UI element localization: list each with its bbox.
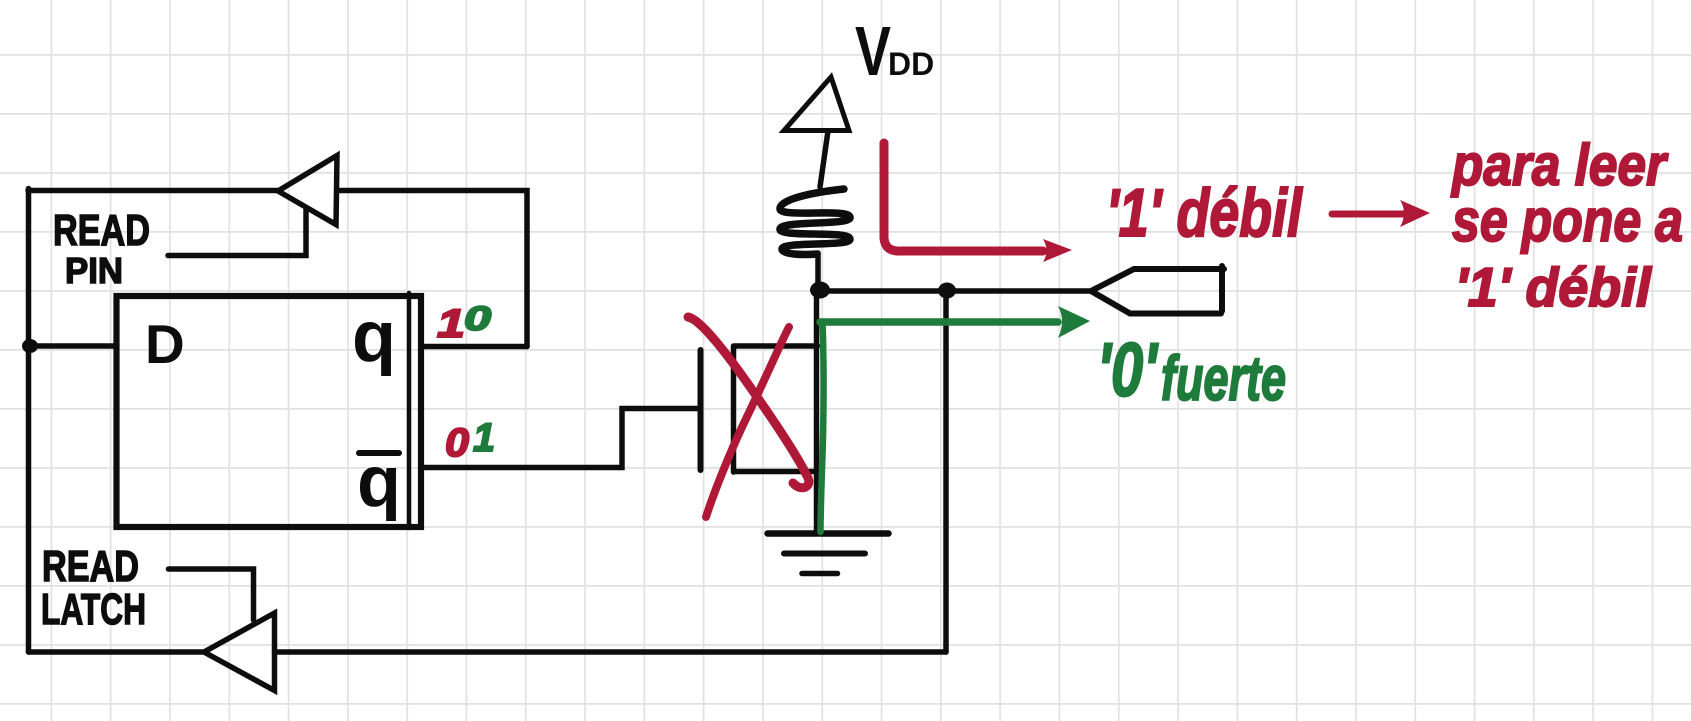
svg-text:PIN: PIN [65,250,123,291]
svg-text:DD: DD [888,46,934,82]
svg-text:V: V [855,12,891,90]
svg-text:1: 1 [437,302,465,346]
svg-text:q: q [352,297,396,377]
svg-text:'0': '0' [1097,328,1159,413]
svg-text:READ: READ [42,542,139,591]
svg-text:'1' débil: '1' débil [1106,175,1304,251]
svg-text:1: 1 [473,416,495,460]
svg-text:fuerte: fuerte [1161,344,1286,414]
svg-text:LATCH: LATCH [41,585,146,634]
svg-text:se pone a: se pone a [1452,187,1683,254]
svg-text:D: D [145,313,185,375]
svg-text:para leer: para leer [1450,133,1669,198]
svg-text:0: 0 [464,300,491,338]
svg-text:0: 0 [445,421,469,465]
svg-text:'1' débil: '1' débil [1455,256,1653,318]
svg-text:READ: READ [53,206,150,255]
